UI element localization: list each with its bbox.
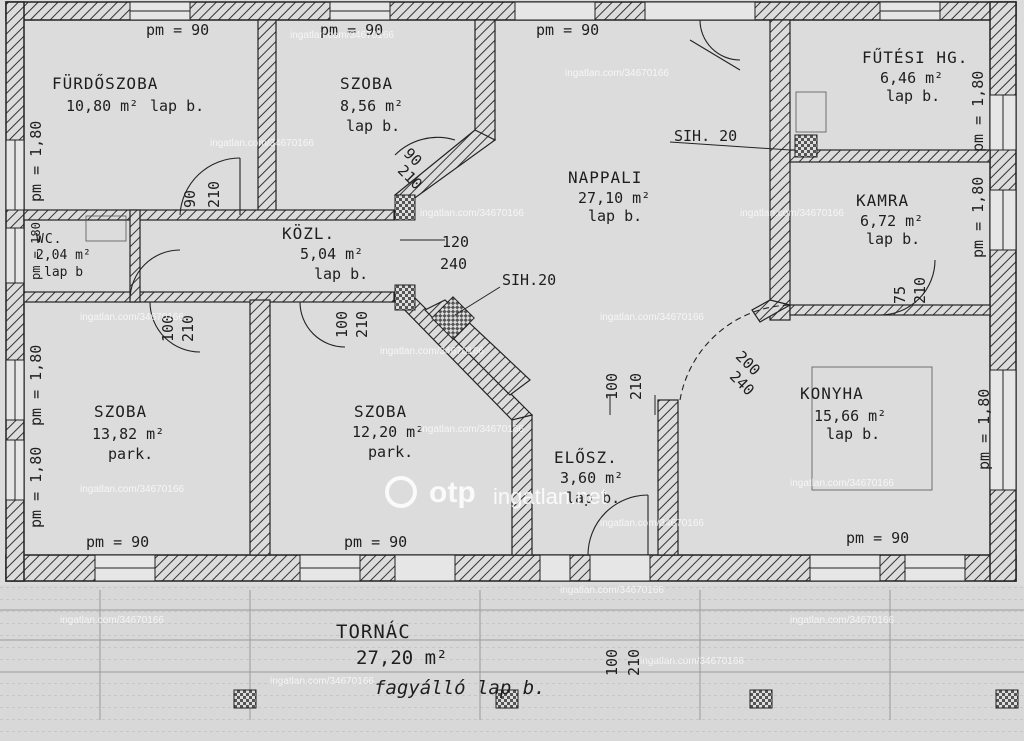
window-label-bottom-1: pm = 90 [86,533,150,551]
windows [5,1,1017,582]
watermark-site: ingatlan.com/34670166 [270,676,374,687]
door-label-kamra-width: 75 [891,285,909,304]
door-label-szoba3-width: 100 [333,310,351,338]
room-szoba-1-area: 8,56 m² [340,97,404,115]
room-kozl-area: 5,04 m² [300,245,364,263]
watermark-site: ingatlan.com/34670166 [420,208,524,219]
interior-walls [23,19,991,556]
door-label-kozl-width: 120 [442,233,470,251]
window-label-left-bottom: pm = 1,80 [27,446,45,528]
room-wc-name: WC. [36,232,63,247]
window-label-left-wc: pm = 180 [29,222,43,280]
window-label-left-top: pm = 1,80 [27,120,45,202]
room-futesi-name: FŰTÉSI HG. [862,48,969,67]
room-furdoszoba-area: 10,80 m² [66,97,139,115]
door-label-elosz-height: 210 [627,372,645,400]
watermark-site: ingatlan.com/34670166 [560,585,664,596]
otp-ingatlan-logo: otp ingatlan.net [385,474,645,514]
room-szoba-2-floor: park. [108,445,154,463]
door-label-tornac-width: 100 [603,648,621,676]
room-outlines [85,91,933,491]
room-konyha-area: 15,66 m² [814,407,887,425]
watermark-site: ingatlan.com/34670166 [80,484,184,495]
room-wc-floor: lap b [44,265,84,280]
door-swings [129,19,936,556]
watermark-site: ingatlan.com/34670166 [420,424,524,435]
window-mullions [14,10,1004,569]
room-futesi-area: 6,46 m² [880,69,944,87]
watermark-site: ingatlan.com/34670166 [565,68,669,79]
window-label-right-bottom: pm = 1,80 [975,388,993,470]
room-tornac-area: 27,20 m² [356,647,448,669]
outer-walls [5,1,1017,582]
watermark-site: ingatlan.com/34670166 [600,518,704,529]
room-furdoszoba-floor: lap b. [150,97,205,115]
window-label-bottom-2: pm = 90 [344,533,408,551]
room-nappali-floor: lap b. [588,207,643,225]
room-szoba-2-area: 13,82 m² [92,425,165,443]
room-nappali-area: 27,10 m² [578,189,651,207]
room-kamra-floor: lap b. [866,230,921,248]
watermark-site: ingatlan.com/34670166 [790,478,894,489]
chimney-label-1: SIH. 20 [674,127,738,145]
watermark-site: ingatlan.com/34670166 [80,312,184,323]
room-szoba-1-name: SZOBA [340,74,394,93]
watermark-site: ingatlan.com/34670166 [790,615,894,626]
chimneys [394,134,818,340]
room-konyha-name: KONYHA [800,384,864,403]
door-label-furdo-width: 90 [181,189,199,208]
terrace-grid [0,585,1024,741]
room-szoba-3-name: SZOBA [354,402,408,421]
room-szoba-1-floor: lap b. [346,117,401,135]
watermark-site: ingatlan.com/34670166 [380,346,484,357]
door-label-kozl-height: 240 [440,255,468,273]
room-tornac-floor: fagyálló lap b. [374,677,546,699]
window-label-right-mid: pm = 1,80 [969,176,987,258]
door-label-szoba3-height: 210 [353,310,371,338]
room-kamra-area: 6,72 m² [860,212,924,230]
otp-logo-icon [385,476,417,508]
room-elosz-name: ELŐSZ. [554,448,618,467]
chimney-label-2: SIH.20 [502,271,557,289]
window-label-top-1: pm = 90 [146,21,210,39]
leader-lines [400,141,791,316]
room-konyha-floor: lap b. [826,425,881,443]
room-szoba-3-area: 12,20 m² [352,423,425,441]
watermark-site: ingatlan.com/34670166 [600,312,704,323]
room-nappali-name: NAPPALI [568,168,643,187]
room-wc-area: 2,04 m² [36,248,91,263]
terrace-pillars [233,689,1019,709]
room-elosz-floor: lap b. [566,489,621,507]
window-label-bottom-3: pm = 90 [846,529,910,547]
room-furdoszoba-name: FÜRDŐSZOBA [52,74,159,93]
window-label-top-2: pm = 90 [320,21,384,39]
otp-brand: otp [429,476,476,509]
watermark-site: ingatlan.com/34670166 [640,656,744,667]
room-kozl-name: KÖZL. [282,224,336,243]
watermark-site: ingatlan.com/34670166 [740,208,844,219]
room-futesi-floor: lap b. [886,87,941,105]
room-szoba-2-name: SZOBA [94,402,148,421]
window-label-left-mid: pm = 1,80 [27,344,45,426]
watermark-site: ingatlan.com/34670166 [60,615,164,626]
dimension-ticks [239,180,656,415]
terrace-lines [0,590,1024,720]
room-tornac-name: TORNÁC [336,621,411,643]
door-label-kamra-height: 210 [911,276,929,304]
room-szoba-3-floor: park. [368,443,414,461]
window-label-right-top: pm = 1,80 [969,70,987,152]
door-label-elosz-width: 100 [603,372,621,400]
window-label-top-3: pm = 90 [536,21,600,39]
room-kamra-name: KAMRA [856,191,910,210]
room-elosz-area: 3,60 m² [560,469,624,487]
door-label-furdo-height: 210 [205,180,223,208]
room-kozl-floor: lap b. [314,265,369,283]
otp-brand-suffix: ingatlan.net [493,484,607,509]
watermark-site: ingatlan.com/34670166 [210,138,314,149]
watermark-site: ingatlan.com/34670166 [290,30,394,41]
